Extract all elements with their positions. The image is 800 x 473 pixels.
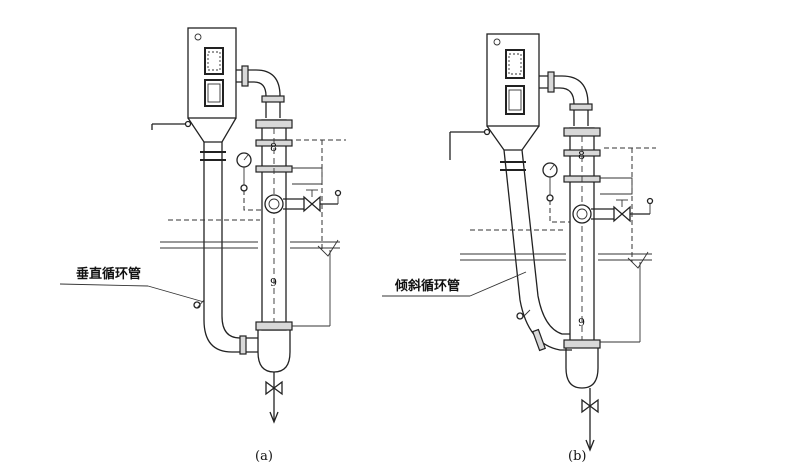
heater-column-b: [563, 127, 601, 452]
piping-network-b: [460, 147, 656, 343]
steam-inlet-a: [236, 152, 342, 214]
caption-b: (b): [568, 449, 586, 464]
heater-column-a: [255, 119, 293, 424]
separator-b: [449, 33, 540, 160]
top-elbow-pipe-b: [539, 71, 593, 126]
top-elbow-pipe-a: [236, 65, 285, 118]
stage-8-label-b: 8: [578, 149, 585, 162]
stage-8-label-a: 8: [270, 141, 277, 154]
figure-a: 8 9 垂直循环管 (a): [59, 27, 346, 464]
piping-network-a: [160, 139, 346, 327]
inclined-circulation-pipe: [500, 149, 572, 352]
callout-leader-a: [59, 283, 149, 287]
figure-b: 8 9 倾斜循环管 (b): [382, 33, 656, 464]
stage-9-label-b: 9: [578, 316, 585, 329]
callout-vertical-pipe: 垂直循环管: [76, 266, 141, 282]
stage-9-label-a: 9: [270, 276, 277, 289]
caption-a: (a): [255, 449, 273, 464]
separator-a: [151, 27, 237, 143]
vertical-circulation-pipe: [193, 142, 258, 355]
callout-inclined-pipe: 倾斜循环管: [394, 278, 460, 294]
steam-inlet-b: [542, 162, 654, 224]
